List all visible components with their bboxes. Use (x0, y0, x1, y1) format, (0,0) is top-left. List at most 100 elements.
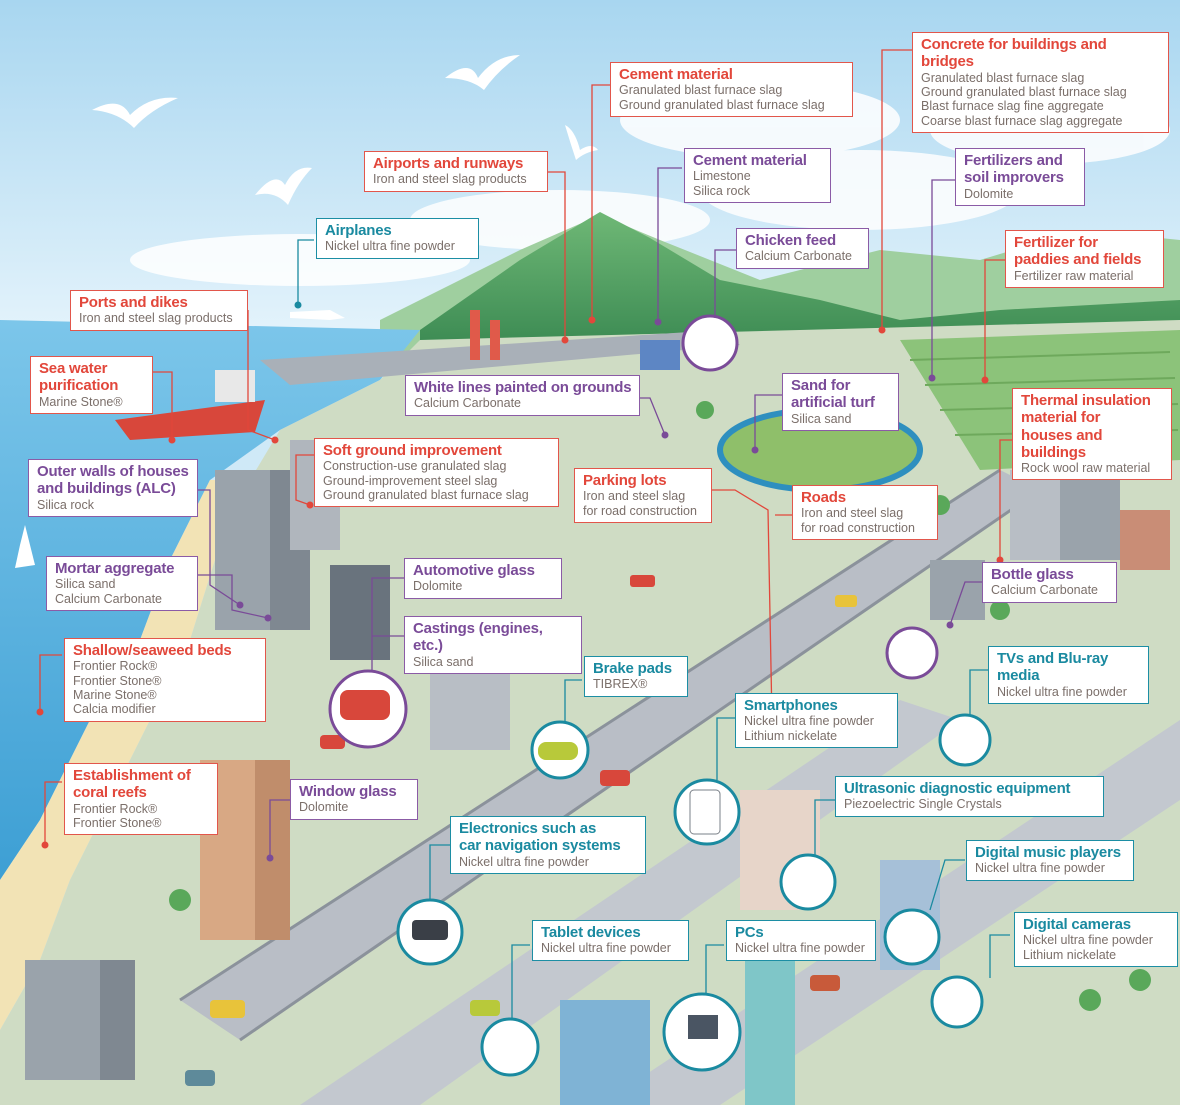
label-bottle-glass: Bottle glass Calcium Carbonate (982, 562, 1117, 603)
label-brake-pads: Brake pads TIBREX® (584, 656, 688, 697)
label-automotive-glass: Automotive glass Dolomite (404, 558, 562, 599)
trees (169, 401, 1151, 1011)
label-item: Iron and steel slag products (373, 172, 527, 187)
label-title: Mortar aggregate (55, 560, 175, 577)
label-item: Calcium Carbonate (991, 583, 1098, 598)
label-title: Sea water (39, 360, 108, 377)
label-fertilizers-soil: Fertilizers and soil improvers Dolomite (955, 148, 1085, 206)
label-item: Silica sand (791, 411, 852, 426)
label-title: Outer walls of houses (37, 463, 189, 480)
label-soft-ground: Soft ground improvement Construction-use… (314, 438, 559, 508)
label-item: Frontier Stone® (73, 673, 162, 688)
label-title: Window glass (299, 783, 397, 800)
airplane (290, 310, 345, 320)
label-item: Frontier Stone® (73, 815, 162, 830)
label-title: Soft ground improvement (323, 442, 502, 459)
label-item: Rock wool raw material (1021, 461, 1151, 475)
label-title: Airports and runways (373, 155, 524, 172)
label-title: purification (39, 377, 119, 395)
label-item: Nickel ultra fine powder (1023, 933, 1153, 948)
label-title: and buildings (ALC) (37, 480, 176, 498)
label-title: Digital music players (975, 844, 1121, 861)
tanker-ship (115, 400, 265, 440)
label-item: Marine Stone® (39, 394, 123, 409)
label-item: Silica rock (37, 497, 94, 512)
beach (0, 480, 250, 1030)
label-item: Nickel ultra fine powder (975, 861, 1105, 876)
label-title: Electronics such as (459, 820, 597, 837)
label-tablet-devices: Tablet devices Nickel ultra fine powder (532, 920, 689, 961)
label-item: Calcium Carbonate (745, 249, 852, 264)
label-item: Ground granulated blast furnace slag (619, 97, 825, 112)
label-item: Calcium Carbonate (55, 591, 162, 606)
label-title: houses and buildings (1021, 426, 1103, 461)
label-item: Ground granulated blast furnace slag (921, 84, 1127, 99)
label-title: White lines painted on grounds (414, 379, 632, 396)
label-pcs: PCs Nickel ultra fine powder (726, 920, 876, 961)
label-item: Nickel ultra fine powder (325, 239, 455, 254)
label-title: Fertilizers and (964, 152, 1063, 169)
label-title: TVs and Blu-ray media (997, 650, 1109, 685)
label-item: Ground-improvement steel slag (323, 473, 498, 488)
label-mortar: Mortar aggregate Silica sand Calcium Car… (46, 556, 198, 611)
label-thermal-insulation: Thermal insulation material for houses a… (1012, 388, 1172, 481)
label-sea-water: Sea water purification Marine Stone® (30, 356, 153, 414)
label-electronics-car-nav: Electronics such as car navigation syste… (450, 816, 646, 874)
label-title: soil improvers (964, 169, 1064, 187)
label-item: Nickel ultra fine powder (459, 854, 589, 869)
label-title: Establishment of (73, 767, 191, 784)
label-item: Iron and steel slag products (79, 311, 233, 326)
label-title: Bottle glass (991, 566, 1074, 583)
label-title: Airplanes (325, 222, 392, 239)
label-title: Tablet devices (541, 924, 641, 941)
cars (185, 575, 857, 1086)
label-digital-music: Digital music players Nickel ultra fine … (966, 840, 1134, 881)
elevated-highway (180, 470, 1040, 1040)
label-outer-walls: Outer walls of houses and buildings (ALC… (28, 459, 198, 517)
label-item: Calcium Carbonate (414, 396, 521, 411)
label-item: Fertilizer raw material (1014, 268, 1134, 283)
label-title: Smartphones (744, 697, 838, 714)
label-item: Silica sand (55, 577, 116, 592)
label-item: for road construction (801, 520, 915, 535)
label-airports: Airports and runways Iron and steel slag… (364, 151, 548, 192)
label-item: Nickel ultra fine powder (744, 714, 874, 729)
label-shallow-seaweed: Shallow/seaweed beds Frontier Rock® Fron… (64, 638, 266, 722)
label-title: Brake pads (593, 660, 672, 677)
label-item: for road construction (583, 503, 697, 518)
label-item: Nickel ultra fine powder (735, 941, 865, 956)
label-airplanes: Airplanes Nickel ultra fine powder (316, 218, 479, 259)
label-ultrasonic: Ultrasonic diagnostic equipment Piezoele… (835, 776, 1104, 817)
label-item: Iron and steel slag (801, 506, 904, 521)
label-item: Nickel ultra fine powder (541, 941, 671, 956)
label-title: Parking lots (583, 472, 667, 489)
label-title: Concrete for buildings and bridges (921, 36, 1107, 71)
label-item: Piezoelectric Single Crystals (844, 797, 1002, 812)
label-smartphones: Smartphones Nickel ultra fine powder Lit… (735, 693, 898, 748)
label-white-lines: White lines painted on grounds Calcium C… (405, 375, 640, 416)
label-item: Granulated blast furnace slag (921, 70, 1085, 85)
label-parking-lots: Parking lots Iron and steel slag for roa… (574, 468, 712, 523)
label-title: Fertilizer for (1014, 234, 1098, 251)
seagulls (92, 55, 598, 205)
label-item: Dolomite (413, 579, 463, 594)
label-item: Frontier Rock® (73, 659, 158, 674)
label-concrete: Concrete for buildings and bridges Granu… (912, 32, 1169, 133)
label-tvs-bluray: TVs and Blu-ray media Nickel ultra fine … (988, 646, 1149, 704)
label-item: Silica rock (693, 183, 750, 198)
label-ports-dikes: Ports and dikes Iron and steel slag prod… (70, 290, 248, 331)
label-title: Digital cameras (1023, 916, 1131, 933)
label-digital-cameras: Digital cameras Nickel ultra fine powder… (1014, 912, 1178, 967)
label-sand-turf: Sand for artificial turf Silica sand (782, 373, 899, 431)
label-title: Automotive glass (413, 562, 535, 579)
label-title: Chicken feed (745, 232, 836, 249)
label-title: coral reefs (73, 784, 147, 802)
label-item: Lithium nickelate (1023, 947, 1117, 962)
label-title: Cement material (619, 66, 733, 83)
label-item: Blast furnace slag fine aggregate (921, 99, 1104, 114)
label-cement-slag: Cement material Granulated blast furnace… (610, 62, 853, 117)
label-title: Castings (engines, etc.) (413, 620, 543, 655)
label-title: paddies and fields (1014, 251, 1142, 269)
label-item: Dolomite (964, 186, 1014, 201)
